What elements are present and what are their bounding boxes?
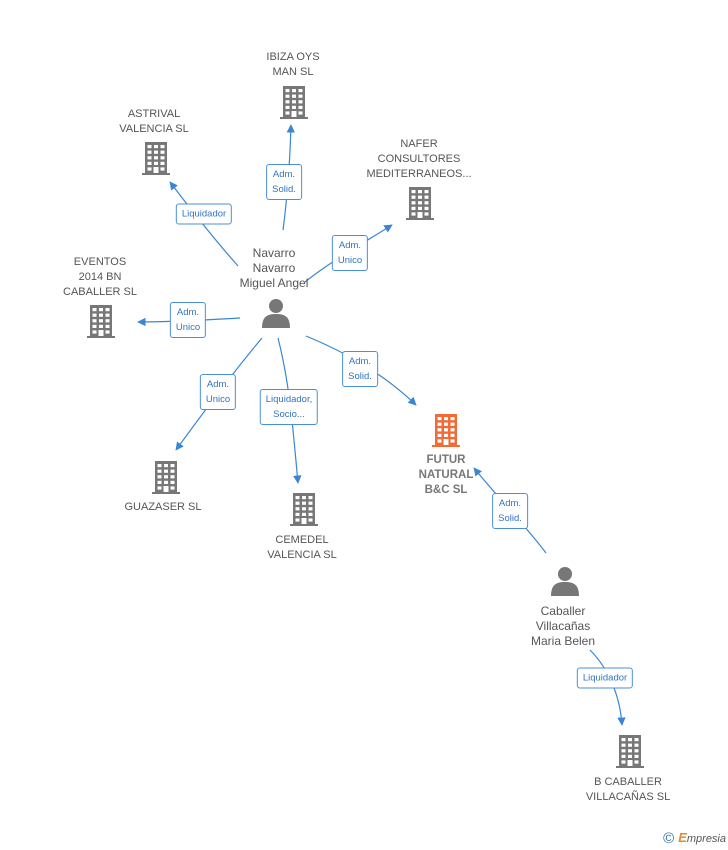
company-label-line: VALENCIA SL bbox=[267, 549, 337, 561]
edge-line-navarro-astrival bbox=[169, 181, 239, 267]
edge-label-navarro-guazaser[interactable]: Adm. Unico bbox=[199, 374, 237, 410]
building-icon[interactable] bbox=[406, 187, 434, 220]
edge-label-navarro-nafer[interactable]: Adm. Unico bbox=[331, 235, 369, 271]
company-label-line: CONSULTORES bbox=[377, 153, 461, 165]
person-label-line: Navarro bbox=[252, 261, 296, 275]
company-label-cemedel[interactable]: CEMEDEL VALENCIA SL bbox=[267, 533, 337, 563]
edge-label-navarro-cemedel[interactable]: Liquidador, Socio... bbox=[259, 389, 319, 425]
person-label-line: Navarro bbox=[252, 246, 296, 260]
company-label-line: ASTRIVAL bbox=[127, 108, 181, 120]
edge-label-navarro-ibiza[interactable]: Adm. Solid. bbox=[266, 164, 302, 200]
edge-label-line: Adm. bbox=[206, 379, 230, 390]
brand-logo: Empresia bbox=[678, 830, 726, 845]
company-label-line: MEDITERRANEOS... bbox=[366, 168, 472, 180]
building-icon[interactable] bbox=[616, 735, 644, 768]
building-icon[interactable] bbox=[290, 493, 318, 526]
company-label-line: MAN SL bbox=[272, 66, 314, 78]
edge-label-navarro-eventos[interactable]: Adm. Unico bbox=[169, 302, 207, 338]
company-label-ibiza[interactable]: IBIZA OYS MAN SL bbox=[266, 50, 319, 80]
company-label-line: VILLACAÑAS SL bbox=[585, 791, 671, 803]
edge-label-line: Solid. bbox=[348, 371, 372, 382]
company-label-guazaser[interactable]: GUAZASER SL bbox=[124, 500, 201, 515]
edge-label-line: Solid. bbox=[498, 513, 522, 524]
company-label-eventos[interactable]: EVENTOS 2014 BN CABALLER SL bbox=[63, 255, 137, 300]
company-label-line: IBIZA OYS bbox=[266, 51, 320, 63]
edge-label-line: Liquidador bbox=[582, 672, 628, 684]
edge-label-line: Adm. bbox=[338, 240, 362, 251]
company-label-line: NAFER bbox=[400, 138, 438, 150]
edge-label-line: Adm. bbox=[176, 307, 200, 318]
edge-label-line: Unico bbox=[337, 255, 363, 266]
person-label-line: Miguel Angel bbox=[239, 276, 309, 290]
company-label-line: B&C SL bbox=[424, 484, 468, 496]
edge-label-caballer-bcaballer[interactable]: Liquidador bbox=[576, 667, 634, 689]
edge-label-line: Adm. bbox=[498, 498, 522, 509]
company-label-line: GUAZASER SL bbox=[124, 501, 202, 513]
edge-label-line: Socio... bbox=[273, 409, 305, 420]
edge-label-line: Adm. bbox=[272, 169, 296, 180]
edge-label-line: Adm. bbox=[348, 356, 372, 367]
company-label-nafer[interactable]: NAFER CONSULTORES MEDITERRANEOS... bbox=[366, 137, 471, 182]
edge-label-line: Solid. bbox=[272, 184, 296, 195]
building-icon[interactable] bbox=[142, 142, 170, 175]
edge-label-line: Liquidador bbox=[181, 208, 227, 220]
footer-brand[interactable]: ©Empresia bbox=[663, 830, 726, 847]
company-label-line: B CABALLER bbox=[594, 776, 662, 788]
person-label-line: Villacañas bbox=[535, 619, 591, 633]
building-icon[interactable] bbox=[87, 305, 115, 338]
edge-label-caballer-futur[interactable]: Adm. Solid. bbox=[492, 493, 528, 529]
person-icon[interactable] bbox=[262, 299, 290, 328]
company-label-futur[interactable]: FUTUR NATURAL B&C SL bbox=[419, 453, 474, 498]
icons-layer bbox=[87, 86, 644, 768]
company-label-line: 2014 BN bbox=[78, 271, 122, 283]
person-icon[interactable] bbox=[551, 567, 579, 596]
company-label-bcaballer[interactable]: B CABALLER VILLACAÑAS SL bbox=[586, 775, 670, 805]
company-label-line: CEMEDEL bbox=[275, 534, 329, 546]
company-label-line: EVENTOS bbox=[73, 256, 127, 268]
edge-label-line: Unico bbox=[175, 322, 201, 333]
person-label-line: Maria Belen bbox=[530, 634, 596, 648]
building-icon[interactable] bbox=[152, 461, 180, 494]
company-label-line: VALENCIA SL bbox=[119, 123, 189, 135]
company-label-line: NATURAL bbox=[418, 469, 474, 481]
company-label-line: FUTUR bbox=[426, 454, 466, 466]
edge-label-line: Liquidador, bbox=[265, 394, 313, 405]
copyright-symbol: © bbox=[663, 830, 675, 847]
building-icon[interactable] bbox=[432, 414, 460, 447]
company-label-line: CABALLER SL bbox=[63, 286, 137, 298]
edge-label-navarro-astrival[interactable]: Liquidador bbox=[175, 203, 233, 225]
edge-label-navarro-futur[interactable]: Adm. Solid. bbox=[342, 351, 378, 387]
company-label-astrival[interactable]: ASTRIVAL VALENCIA SL bbox=[119, 107, 189, 137]
building-icon[interactable] bbox=[280, 86, 308, 119]
person-label-line: Caballer bbox=[540, 604, 586, 618]
edge-label-line: Unico bbox=[205, 394, 231, 405]
